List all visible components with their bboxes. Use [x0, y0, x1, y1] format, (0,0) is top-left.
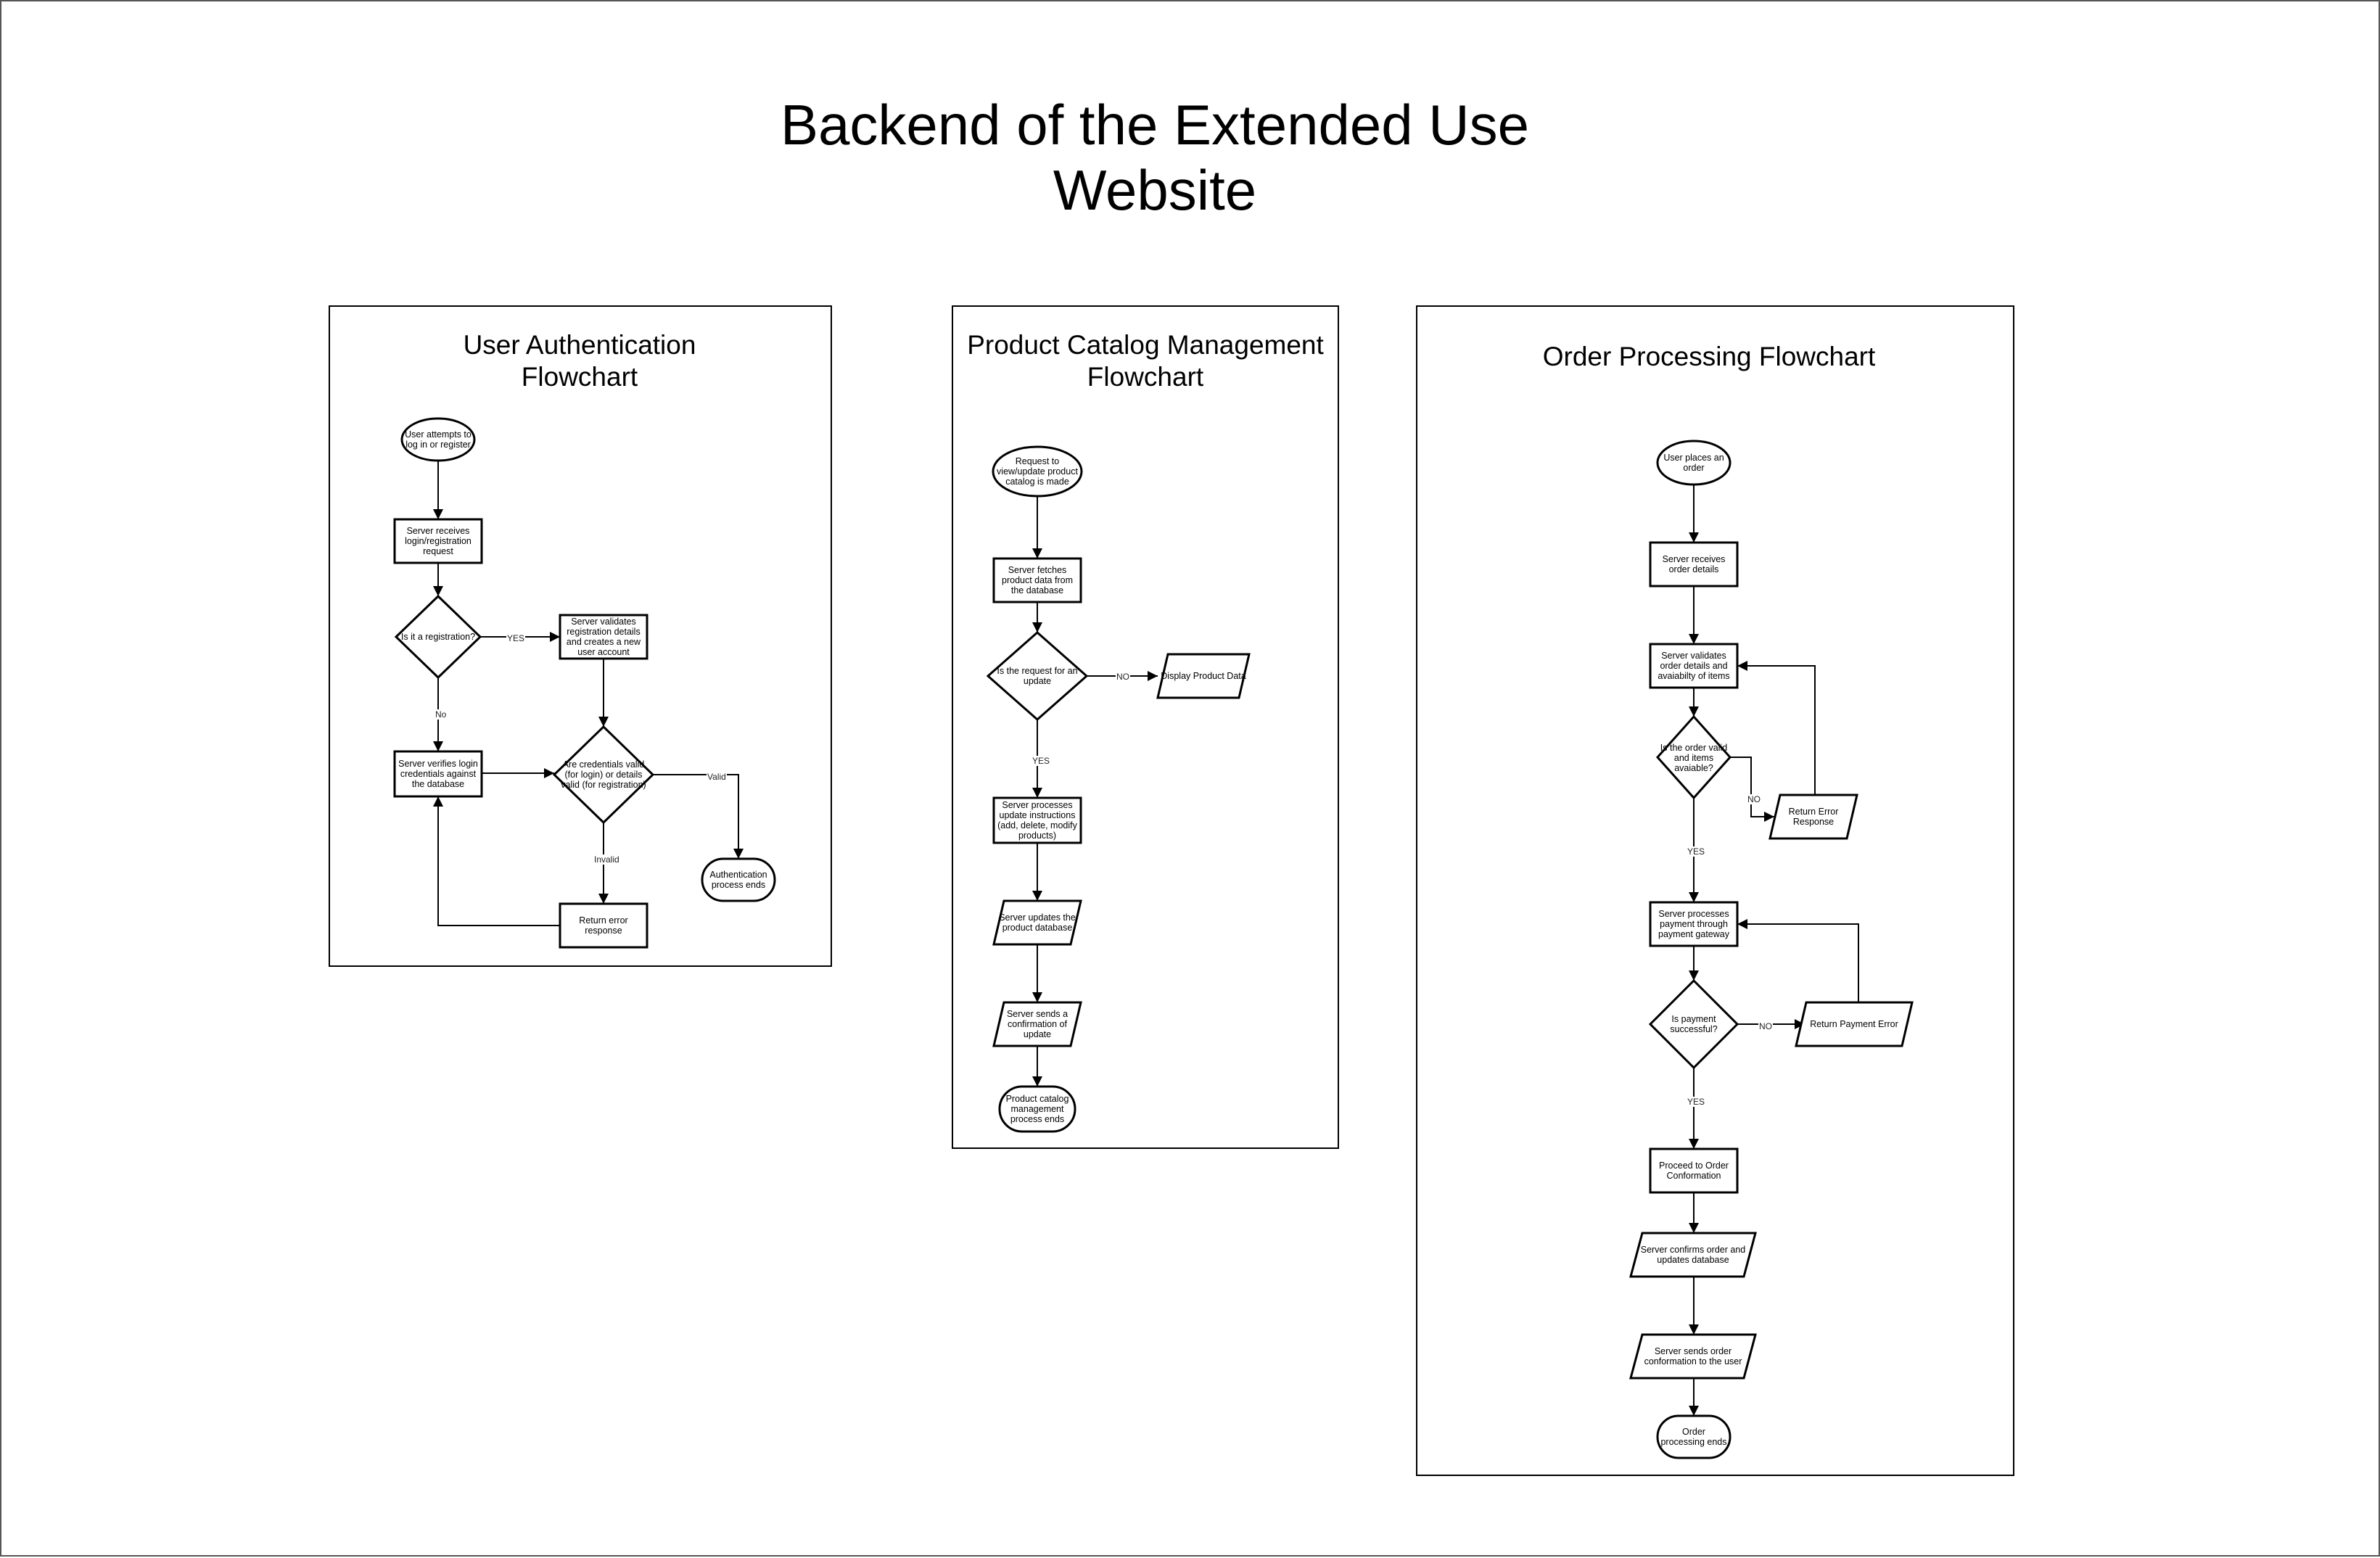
order-payment-label: Server processes payment through payment… [1658, 909, 1729, 939]
catalog-panel-title: Product Catalog Management Flowchart [967, 330, 1324, 392]
auth-verify-label: Server verifies login credentials agains… [398, 759, 478, 789]
auth-panel-title: User Authentication Flowchart [463, 330, 696, 392]
order-edge-error-loop [1737, 661, 1816, 795]
order-receive-label: Server receives order details [1662, 554, 1726, 574]
order-edge-yes2-label: YES [1687, 1097, 1706, 1107]
order-edge-no2-label: NO [1758, 1021, 1773, 1031]
catalog-fetch-node [992, 557, 1082, 603]
auth-panel [329, 305, 832, 967]
order-edge-no [1730, 757, 1774, 822]
order-end-label: Order processing ends [1660, 1427, 1727, 1447]
auth-receive-node [393, 518, 483, 564]
catalog-start-node [992, 445, 1083, 498]
order-valid-decision [1655, 714, 1732, 800]
catalog-confirm-node [992, 1001, 1082, 1047]
auth-start-node [400, 417, 476, 462]
catalog-panel [952, 305, 1339, 1149]
auth-end-label: Authentication process ends [709, 870, 767, 890]
order-end-node [1656, 1414, 1732, 1459]
order-send-label: Server sends order conformation to the u… [1644, 1346, 1742, 1367]
auth-edge-yes-label: YES [506, 633, 526, 643]
auth-error-node [559, 902, 648, 949]
auth-credentials-decision [552, 725, 655, 825]
order-panel-title: Order Processing Flowchart [1542, 342, 1876, 371]
order-error-node [1768, 794, 1858, 840]
order-send-node [1629, 1333, 1757, 1380]
order-payment-decision-label: Is payment successful? [1670, 1014, 1718, 1034]
order-start-label: User places an order [1663, 453, 1724, 473]
catalog-process-node [992, 796, 1082, 844]
catalog-process-label: Server processes update instructions (ad… [997, 800, 1077, 841]
order-proceed-label: Proceed to Order Conformation [1659, 1161, 1729, 1181]
order-confirm-node [1629, 1232, 1757, 1278]
catalog-edge-yes-label: YES [1032, 756, 1051, 766]
order-receive-node [1649, 541, 1739, 588]
order-payment-error-label: Return Payment Error [1810, 1019, 1898, 1029]
order-proceed-node [1649, 1147, 1739, 1194]
catalog-update-db-label: Server updates the product database [999, 912, 1076, 933]
catalog-update-decision [986, 630, 1089, 722]
catalog-display-node [1156, 653, 1251, 699]
auth-edge-error-loop [433, 796, 560, 926]
auth-receive-label: Server receives login/registration reque… [405, 526, 472, 556]
catalog-edge-no-label: NO [1116, 672, 1130, 682]
catalog-confirm-label: Server sends a confirmation of update [1006, 1009, 1068, 1039]
page-title: Backend of the Extended Use Website [780, 93, 1529, 222]
order-confirm-label: Server confirms order and updates databa… [1640, 1245, 1746, 1265]
order-validate-node [1649, 643, 1739, 689]
order-valid-label: Is the order valid and items avaiable? [1660, 743, 1728, 773]
order-payment-decision [1648, 978, 1739, 1070]
auth-registration-label: Is it a registration? [400, 632, 476, 642]
catalog-display-label: Display Product Data [1161, 671, 1246, 681]
auth-start-label: User attempts to log in or register [405, 429, 472, 450]
catalog-update-label: Is the request for an update [997, 666, 1078, 686]
catalog-end-node [998, 1085, 1076, 1133]
order-edge-payment-error-loop [1737, 919, 1859, 1002]
order-start-node [1656, 440, 1732, 486]
order-edge-no-label: NO [1747, 794, 1761, 804]
order-edge-yes-label: YES [1687, 846, 1706, 857]
auth-edge-valid [653, 774, 744, 859]
auth-edge-no-label: No [435, 709, 448, 720]
auth-error-label: Return error response [579, 915, 628, 936]
catalog-update-db-node [992, 899, 1082, 946]
auth-end-node [701, 857, 776, 902]
auth-verify-node [393, 750, 483, 798]
auth-validate-label: Server validates registration details an… [566, 617, 641, 657]
auth-credentials-label: Are credentials valid (for login) or det… [561, 759, 646, 790]
catalog-start-label: Request to view/update product catalog i… [997, 456, 1078, 487]
auth-edge-invalid-label: Invalid [593, 854, 620, 865]
order-error-label: Return Error Response [1788, 807, 1839, 827]
auth-registration-decision [394, 594, 482, 680]
order-validate-label: Server validates order details and avaia… [1658, 651, 1730, 681]
catalog-fetch-label: Server fetches product data from the dat… [1002, 565, 1073, 595]
catalog-end-label: Product catalog management process ends [1005, 1094, 1069, 1124]
auth-edge-valid-label: Valid [707, 772, 727, 782]
order-panel [1416, 305, 2014, 1476]
order-payment-node [1649, 901, 1739, 947]
auth-validate-node [559, 614, 648, 660]
order-payment-error-node [1795, 1001, 1914, 1047]
